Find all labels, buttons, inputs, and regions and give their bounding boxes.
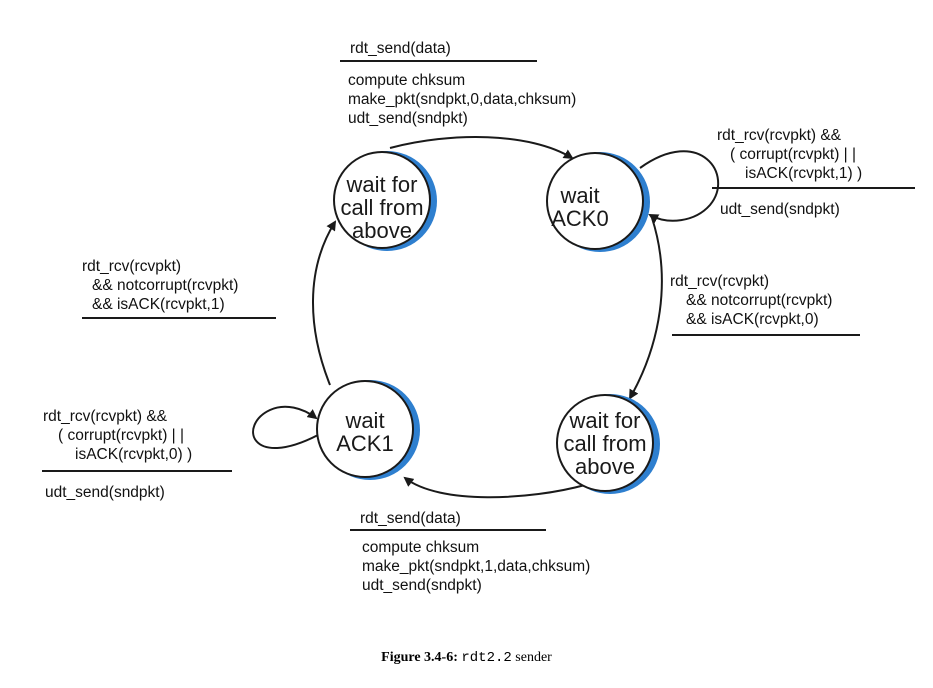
transition-event: ( corrupt(rcvpkt) | | (730, 146, 856, 163)
transition-label-send1: rdt_send(data) compute chksum make_pkt(s… (350, 510, 590, 594)
transition-arrow-ack0-ok (629, 217, 663, 400)
transition-arrow-ack1-ok (312, 220, 337, 386)
transition-event: && isACK(rcvpkt,1) (92, 296, 225, 313)
transition-event: rdt_rcv(rcvpkt) (82, 258, 181, 275)
transition-event: && notcorrupt(rcvpkt) (686, 292, 832, 309)
state-label-line: wait (344, 408, 384, 433)
state-label-line: wait (559, 183, 599, 208)
state-label-line: call from (340, 195, 423, 220)
state-label-line: wait for (569, 408, 641, 433)
transition-event: isACK(rcvpkt,1) ) (745, 165, 862, 182)
transition-arrow-send0 (389, 136, 574, 160)
state-wait-for-call-0: wait for call from above (333, 151, 437, 251)
transition-event: ( corrupt(rcvpkt) | | (58, 427, 184, 444)
state-wait-for-call-1: wait for call from above (556, 394, 660, 494)
transition-label-self-ack1: rdt_rcv(rcvpkt) && ( corrupt(rcvpkt) | |… (42, 408, 232, 501)
state-label-line: above (352, 218, 412, 243)
state-label-line: ACK1 (336, 431, 393, 456)
self-loop-arrow-ack1 (252, 405, 319, 449)
caption-code: rdt2.2 (461, 650, 512, 666)
transition-event: rdt_rcv(rcvpkt) && (717, 127, 842, 144)
transition-event: rdt_rcv(rcvpkt) && (43, 408, 168, 425)
transition-label-ack1-ok: rdt_rcv(rcvpkt) && notcorrupt(rcvpkt) &&… (82, 258, 276, 319)
self-loop-arrow-ack0 (639, 150, 720, 224)
transition-action: udt_send(sndpkt) (45, 484, 165, 501)
transition-action: udt_send(sndpkt) (348, 110, 468, 127)
transition-event: rdt_send(data) (350, 40, 451, 57)
transition-arrow-send1 (403, 476, 586, 499)
figure-caption: Figure 3.4-6: rdt2.2 sender (0, 650, 933, 666)
transition-action: compute chksum (348, 72, 465, 89)
state-wait-ack0: wait ACK0 (546, 152, 650, 252)
transition-event: && isACK(rcvpkt,0) (686, 311, 819, 328)
transition-label-send0: rdt_send(data) compute chksum make_pkt(s… (340, 40, 576, 127)
state-wait-ack1: wait ACK1 (316, 380, 420, 480)
fsm-diagram: wait for call from above wait ACK0 wait … (42, 40, 915, 594)
transition-label-self-ack0: rdt_rcv(rcvpkt) && ( corrupt(rcvpkt) | |… (712, 127, 915, 218)
transition-event: rdt_rcv(rcvpkt) (670, 273, 769, 290)
transition-event: isACK(rcvpkt,0) ) (75, 446, 192, 463)
state-label-line: above (575, 454, 635, 479)
transition-action: make_pkt(sndpkt,1,data,chksum) (362, 558, 590, 575)
caption-prefix: Figure 3.4-6: (381, 650, 458, 665)
transition-label-ack0-ok: rdt_rcv(rcvpkt) && notcorrupt(rcvpkt) &&… (670, 273, 860, 336)
transition-action: udt_send(sndpkt) (720, 201, 840, 218)
state-label-line: ACK0 (551, 206, 608, 231)
state-label-line: call from (563, 431, 646, 456)
transition-action: udt_send(sndpkt) (362, 577, 482, 594)
transition-action: make_pkt(sndpkt,0,data,chksum) (348, 91, 576, 108)
state-label-line: wait for (346, 172, 418, 197)
caption-suffix: sender (515, 650, 552, 665)
transition-event: rdt_send(data) (360, 510, 461, 527)
transition-event: && notcorrupt(rcvpkt) (92, 277, 238, 294)
transition-action: compute chksum (362, 539, 479, 556)
